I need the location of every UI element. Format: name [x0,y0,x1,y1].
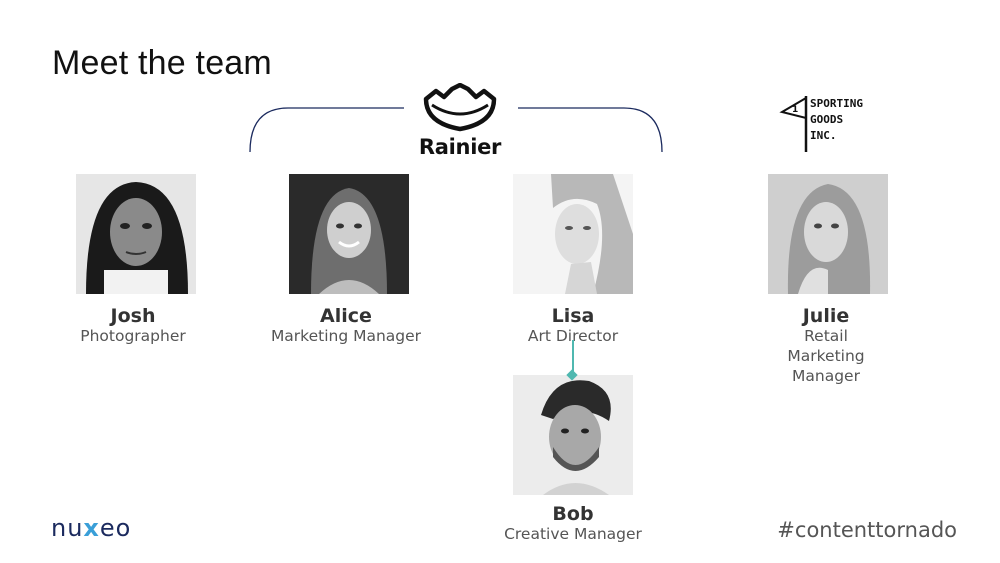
josh-photo [76,174,196,294]
julie-name: Julie [802,305,850,327]
nuxeo-logo-part-1: nu [51,514,84,542]
group-bracket [249,107,663,153]
julie-role: Retail Marketing Manager [787,327,865,385]
lisa-name: Lisa [551,305,595,327]
alice-role: Marketing Manager [270,327,422,345]
sporting-goods-logo-text: SPORTING GOODS INC. [810,97,863,142]
bob-name: Bob [552,503,594,525]
mountain-icon [423,82,497,132]
sporting-goods-logo: 1 SPORTING GOODS INC. [778,94,878,154]
josh-name: Josh [110,305,156,327]
josh-role: Photographer [80,327,186,345]
flag-icon: 1 [779,96,808,152]
alice-name: Alice [320,305,372,327]
svg-text:1: 1 [792,105,798,115]
nuxeo-logo-part-2: eo [99,514,132,542]
julie-photo [768,174,888,294]
lisa-photo [513,174,633,294]
reporting-connector [572,340,574,376]
hashtag: #contenttornado [777,518,957,542]
bob-role: Creative Manager [504,525,642,543]
alice-photo [289,174,409,294]
page-title: Meet the team [52,44,272,82]
rainier-logo-text: Rainier [418,135,502,159]
rainier-logo: Rainier [418,82,502,159]
nuxeo-logo: nuxeo [51,514,131,542]
nuxeo-x-mark: x [83,514,100,542]
lisa-role: Art Director [527,327,619,345]
bob-photo [513,375,633,495]
